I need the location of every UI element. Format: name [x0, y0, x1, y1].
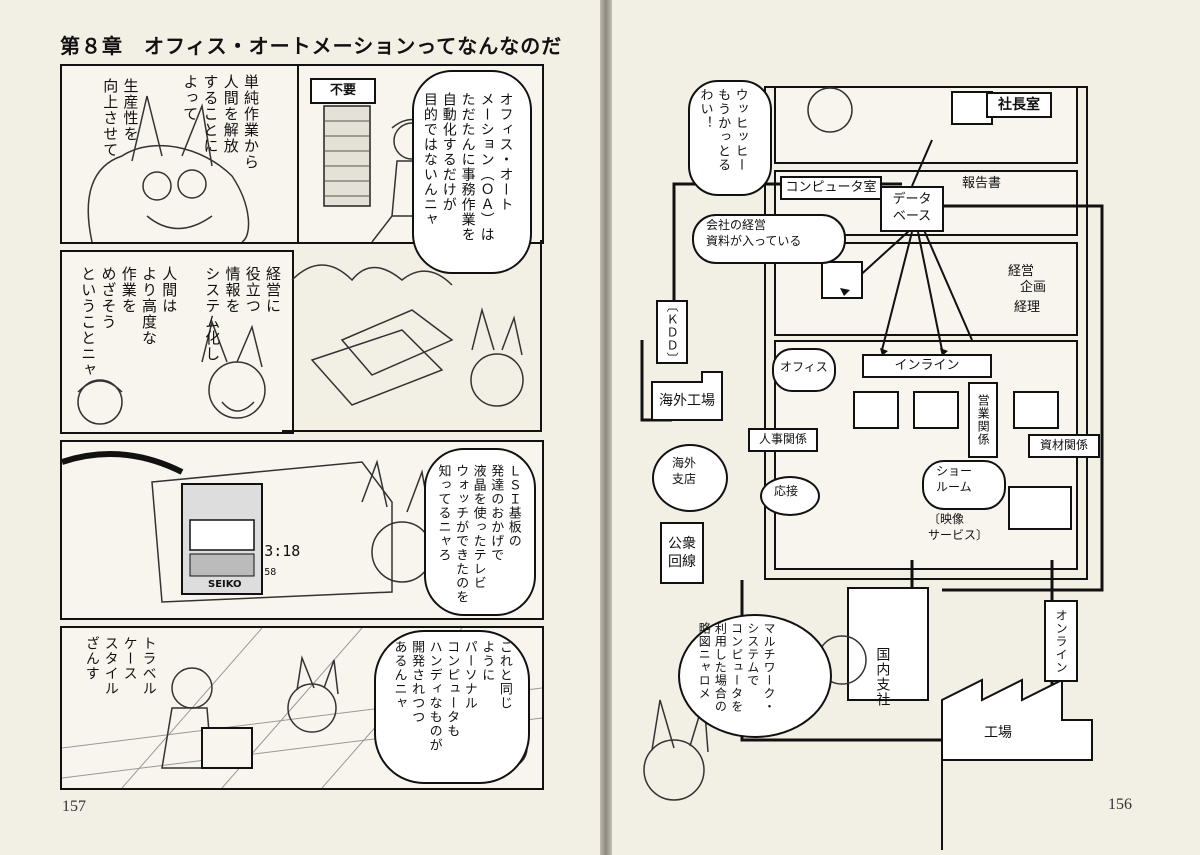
- panel-2-art: [77, 319, 266, 425]
- watch-time: 3:18 58: [210, 522, 300, 600]
- speech-multiwork: マルチワーク・ システムで コンピュータを 利用した場合の 略図ニャロメ: [697, 622, 776, 713]
- label-database: データ ベース: [880, 186, 944, 232]
- panel-4-art: [62, 628, 542, 788]
- label-kdd-text: 〔ＫＤＤ〕: [665, 299, 680, 365]
- panel-3-art: [62, 451, 433, 603]
- speech-management: 経営に 役立つ 情報を システム化し: [203, 266, 282, 362]
- label-reception: 応接: [774, 484, 799, 498]
- speech-bubble-lsi: [424, 448, 536, 616]
- label-overseas-branch: 海外 支店: [672, 456, 697, 486]
- speech-handy: これと同じ ように パーソナル コンピュータも ハンディなものが 開発されつつ …: [391, 640, 512, 752]
- label-showroom: ショー ルーム: [936, 464, 973, 494]
- label-online: オンライン: [1044, 600, 1078, 682]
- floor-office: [774, 340, 1078, 570]
- speech-oa: オフィス・オート メーション（ＯＡ）は ただたんに事務作業を 自動化するだけが …: [421, 92, 514, 242]
- right-page: ウッヒッヒー もうかっとる わい！ 社長室 コンピュータ室 報告書 データ ベー…: [612, 0, 1200, 855]
- papers-cloud-art: [291, 264, 524, 407]
- label-president-office: 社長室: [986, 92, 1052, 118]
- label-materials: 資材関係: [1028, 434, 1100, 458]
- left-page: 第８章 オフィス・オートメーションってなんなのだ 生産性を 向上させて 単純作業…: [0, 0, 600, 855]
- speech-bubble-oa: [412, 70, 532, 274]
- bubble-reception: [760, 476, 820, 516]
- label-factory: 工場: [984, 725, 1012, 741]
- watch-time-value: 3:18: [264, 541, 301, 560]
- panel-2: 人間は より高度な 作業を めざそう ということニャ 経営に 役立つ 情報を シ…: [60, 250, 294, 434]
- label-kdd: 〔ＫＤＤ〕: [656, 299, 688, 365]
- label-sales: 営業関係: [968, 382, 998, 458]
- panel-2b: [282, 240, 542, 432]
- speech-humans: 人間は より高度な 作業を めざそう ということニャ: [79, 266, 179, 378]
- speech-productivity: 生産性を 向上させて: [101, 78, 140, 158]
- panel-3: 3:18 58 SEIKO ＬＳＩ基板の 発達のおかげで 液晶を使ったテレビ ウ…: [60, 440, 544, 620]
- label-video-service: 〔映像 サービス〕: [928, 512, 989, 542]
- label-overseas-factory: 海外工場: [659, 392, 715, 409]
- page-number-left: 157: [62, 798, 86, 815]
- showroom-screen: [1008, 486, 1072, 530]
- label-accounting: 経理: [1014, 300, 1041, 315]
- label-domestic-branch-text: 国内支社: [874, 646, 891, 707]
- bubble-db-note: [692, 214, 846, 264]
- bubble-showroom: [922, 460, 1006, 510]
- speech-bubble-handy: [374, 630, 530, 784]
- chapter-title: 第８章 オフィス・オートメーションってなんなのだ: [60, 34, 563, 58]
- speech-lsi: ＬＳＩ基板の 発達のおかげで 液晶を使ったテレビ ウォッチができたのを 知ってる…: [435, 464, 521, 604]
- label-management: 経営: [1008, 264, 1035, 279]
- label-report: 報告書: [962, 176, 1002, 191]
- speech-bubble-profit: [688, 80, 772, 196]
- book-gutter: [600, 0, 612, 855]
- label-inline: インライン: [862, 354, 992, 378]
- label-computer-room: コンピュータ室: [780, 176, 882, 200]
- label-sales-text: 営業関係: [976, 394, 991, 446]
- label-office: オフィス: [780, 360, 828, 374]
- label-public-line: 公衆 回線: [660, 522, 704, 584]
- label-planning: 企画: [1020, 280, 1047, 295]
- label-domestic-branch: 国内支社: [856, 630, 891, 730]
- label-personnel: 人事関係: [748, 428, 818, 452]
- speech-travel: トラベル ケース スタイル ざんす: [83, 636, 157, 696]
- panel-4: トラベル ケース スタイル ざんす これと同じ ように パーソナル コンピュータ…: [60, 626, 544, 790]
- watch-brand: SEIKO: [208, 579, 242, 590]
- speech-liberation: 単純作業から 人間を解放 することに よって: [181, 74, 260, 170]
- watch-seconds: 58: [264, 567, 277, 578]
- sign-unneeded: 不要: [310, 78, 376, 104]
- label-online-text: オンライン: [1054, 608, 1069, 674]
- speech-bubble-multiwork: [678, 614, 832, 738]
- page-number-right: 156: [1108, 796, 1132, 813]
- speech-profit: ウッヒッヒー もうかっとる わい！: [697, 88, 748, 172]
- bubble-overseas-branch: [652, 444, 728, 512]
- label-db-note: 会社の経営 資料が入っている: [706, 218, 802, 248]
- bubble-office: [772, 348, 836, 392]
